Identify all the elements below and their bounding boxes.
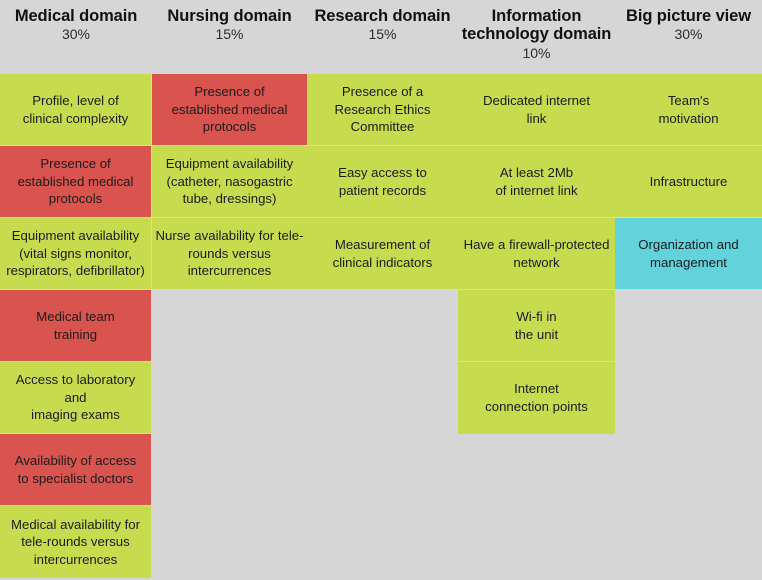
cell-medical-7[interactable]: Medical availability for tele-rounds ver…: [0, 506, 151, 578]
cell-label: Infrastructure: [649, 173, 728, 189]
cell-medical-3[interactable]: Equipment availability (vital signs moni…: [0, 218, 151, 289]
cell-bigpicture-2[interactable]: Infrastructure: [615, 146, 762, 217]
column-weight-nursing-domain: 15%: [215, 26, 244, 43]
cell-medical-5[interactable]: Access to laboratory and imaging exams: [0, 362, 151, 433]
column-weight-big-picture-view: 30%: [674, 26, 703, 43]
cell-label: Nurse availability for tele- rounds vers…: [155, 228, 304, 279]
cell-it-4[interactable]: Wi-fi in the unit: [458, 290, 615, 361]
cell-label: Presence of a Research Ethics Committee: [334, 84, 431, 135]
column-header-research-domain: Research domain 15%: [307, 0, 458, 73]
cell-label: Availability of access to specialist doc…: [14, 452, 137, 486]
cell-nursing-3[interactable]: Nurse availability for tele- rounds vers…: [152, 218, 307, 289]
column-title-big-picture-view: Big picture view: [626, 7, 751, 25]
cell-medical-1[interactable]: Profile, level of clinical complexity: [0, 74, 151, 145]
cell-medical-6[interactable]: Availability of access to specialist doc…: [0, 434, 151, 505]
cell-medical-2[interactable]: Presence of established medical protocol…: [0, 146, 151, 217]
cell-medical-4[interactable]: Medical team training: [0, 290, 151, 361]
cell-label: Equipment availability (vital signs moni…: [6, 228, 145, 279]
column-big-picture-view: Team's motivation Infrastructure Organiz…: [615, 74, 762, 289]
column-header-medical-domain: Medical domain 30%: [0, 0, 152, 73]
cell-label: Easy access to patient records: [338, 164, 427, 198]
column-header-nursing-domain: Nursing domain 15%: [152, 0, 307, 73]
cell-nursing-2[interactable]: Equipment availability (catheter, nasoga…: [152, 146, 307, 217]
cell-it-5[interactable]: Internet connection points: [458, 362, 615, 434]
cell-label: Dedicated internet link: [482, 92, 591, 126]
column-weight-information-technology-domain: 10%: [522, 44, 551, 61]
column-title-research-domain: Research domain: [314, 7, 451, 25]
column-information-technology-domain: Dedicated internet link At least 2Mb of …: [458, 74, 615, 434]
column-nursing-domain: Presence of established medical protocol…: [152, 74, 307, 289]
cell-research-1[interactable]: Presence of a Research Ethics Committee: [307, 74, 458, 145]
column-header-big-picture-view: Big picture view 30%: [615, 0, 762, 73]
cell-label: Presence of established medical protocol…: [17, 156, 134, 207]
cell-it-2[interactable]: At least 2Mb of internet link: [458, 146, 615, 217]
cell-label: Measurement of clinical indicators: [332, 236, 433, 270]
column-title-information-technology-domain: Information technology domain: [461, 7, 612, 44]
column-medical-domain: Profile, level of clinical complexity Pr…: [0, 74, 151, 578]
cell-bigpicture-1[interactable]: Team's motivation: [615, 74, 762, 145]
column-research-domain: Presence of a Research Ethics Committee …: [307, 74, 458, 289]
cell-nursing-1[interactable]: Presence of established medical protocol…: [152, 74, 307, 145]
column-weight-medical-domain: 30%: [61, 26, 91, 43]
column-title-nursing-domain: Nursing domain: [167, 7, 292, 25]
cell-it-1[interactable]: Dedicated internet link: [458, 74, 615, 145]
cell-label: Profile, level of clinical complexity: [22, 92, 129, 126]
cell-label: Team's motivation: [658, 92, 719, 126]
cell-it-3[interactable]: Have a firewall-protected network: [458, 218, 615, 289]
cell-research-3[interactable]: Measurement of clinical indicators: [307, 218, 458, 289]
cell-label: Equipment availability (catheter, nasoga…: [165, 156, 294, 207]
cell-label: Presence of established medical protocol…: [171, 84, 288, 135]
cell-label: Access to laboratory and imaging exams: [15, 372, 136, 423]
cell-bigpicture-3[interactable]: Organization and management: [615, 218, 762, 289]
cell-label: Medical availability for tele-rounds ver…: [11, 516, 140, 567]
cell-label: Internet connection points: [485, 381, 588, 414]
column-weight-research-domain: 15%: [368, 26, 397, 43]
column-header-band: Medical domain 30% Nursing domain 15% Re…: [0, 0, 762, 73]
cell-label: Organization and management: [638, 236, 739, 270]
cell-research-2[interactable]: Easy access to patient records: [307, 146, 458, 217]
column-title-medical-domain: Medical domain: [14, 7, 138, 25]
column-header-information-technology-domain: Information technology domain 10%: [458, 0, 615, 73]
cell-label: At least 2Mb of internet link: [495, 164, 578, 198]
cell-label: Medical team training: [36, 308, 115, 342]
cell-label: Wi-fi in the unit: [514, 308, 559, 342]
cell-label: Have a firewall-protected network: [463, 236, 610, 270]
